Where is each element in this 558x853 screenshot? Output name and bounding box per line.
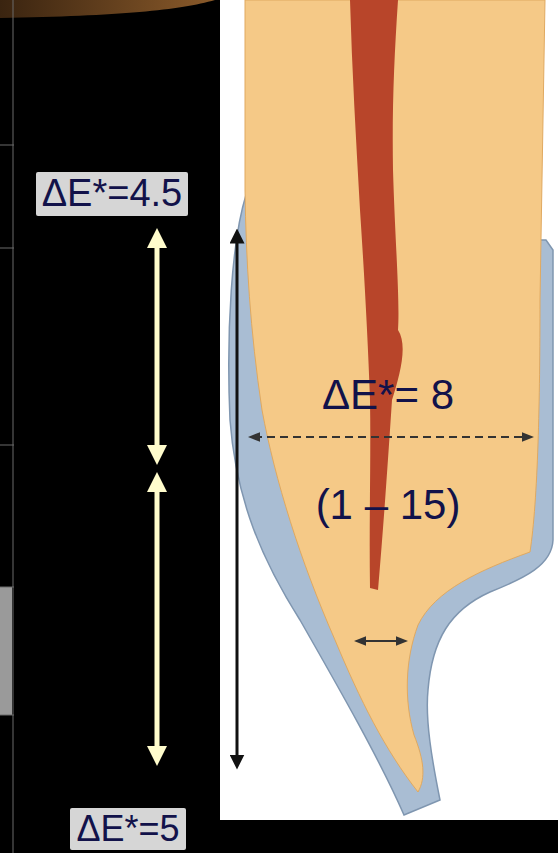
color-difference-label: ΔE*=4.5 <box>36 172 189 216</box>
range-label: (1 – 15) <box>316 482 461 528</box>
color-difference-label: ΔE*=5 <box>70 808 185 850</box>
color-difference-label: ΔE*= 8 <box>322 372 454 418</box>
